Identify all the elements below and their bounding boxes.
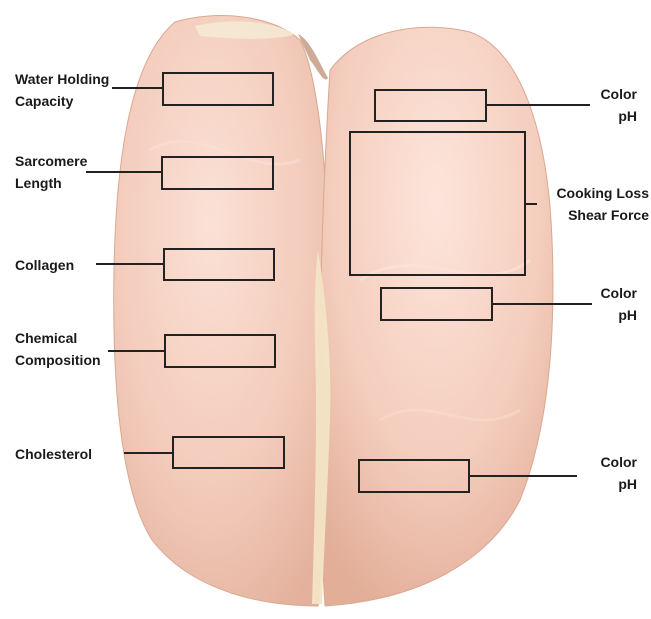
label-color-ph-top: Color pH	[600, 83, 637, 127]
label-color-ph-middle: Color pH	[600, 282, 637, 326]
label-line: Water Holding	[15, 68, 109, 90]
label-line: Length	[15, 172, 87, 194]
label-line: Collagen	[15, 254, 74, 276]
label-chemical-composition: Chemical Composition	[15, 327, 101, 371]
label-water-holding-capacity: Water Holding Capacity	[15, 68, 109, 112]
label-line: Cholesterol	[15, 443, 92, 465]
label-sarcomere-length: Sarcomere Length	[15, 150, 87, 194]
label-line: Color	[600, 83, 637, 105]
label-line: Color	[600, 282, 637, 304]
label-collagen: Collagen	[15, 254, 74, 276]
label-line: Chemical	[15, 327, 101, 349]
label-cooking-loss-shear-force: Cooking Loss Shear Force	[556, 182, 649, 226]
label-line: Color	[600, 451, 637, 473]
label-line: Capacity	[15, 90, 109, 112]
label-line: Composition	[15, 349, 101, 371]
label-line: Sarcomere	[15, 150, 87, 172]
label-line: pH	[600, 473, 637, 495]
label-line: Shear Force	[556, 204, 649, 226]
label-line: pH	[600, 304, 637, 326]
right-breast-lobe	[320, 27, 553, 606]
label-line: pH	[600, 105, 637, 127]
label-line: Cooking Loss	[556, 182, 649, 204]
label-color-ph-bottom: Color pH	[600, 451, 637, 495]
label-cholesterol: Cholesterol	[15, 443, 92, 465]
top-fat	[195, 21, 295, 38]
